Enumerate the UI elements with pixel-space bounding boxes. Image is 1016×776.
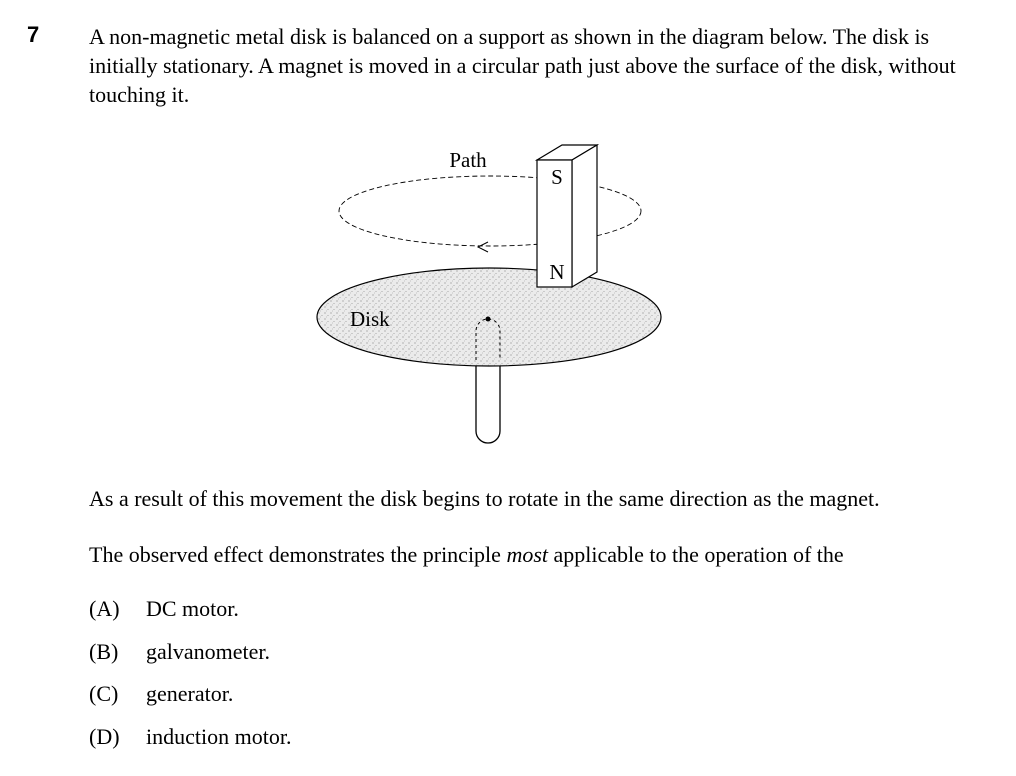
option-d[interactable]: (D) induction motor. xyxy=(89,724,291,767)
principle-text: The observed effect demonstrates the pri… xyxy=(89,540,844,569)
option-a-text: DC motor. xyxy=(146,596,239,621)
option-d-text: induction motor. xyxy=(146,723,292,749)
magnet-path xyxy=(338,175,642,247)
emphasis-most: most xyxy=(506,542,548,567)
option-b-letter: (B) xyxy=(89,638,119,664)
disk-magnet-diagram: Path S N Disk xyxy=(316,143,662,444)
option-c-text: generator. xyxy=(146,681,234,706)
option-c[interactable]: (C) generator. xyxy=(89,681,291,724)
support-stem xyxy=(475,360,501,444)
option-c-letter: (C) xyxy=(89,681,119,706)
stem-text: A non-magnetic metal disk is balanced on… xyxy=(89,24,956,107)
option-a-letter: (A) xyxy=(89,596,120,621)
principle-text-start: The observed effect demonstrates the pri… xyxy=(89,542,507,567)
option-a[interactable]: (A) DC motor. xyxy=(89,596,291,639)
support-hidden xyxy=(475,318,501,360)
disk-label: Disk xyxy=(350,307,390,331)
bar-magnet xyxy=(534,143,600,289)
option-d-letter: (D) xyxy=(89,723,120,749)
pivot-point xyxy=(485,316,491,322)
option-b[interactable]: (B) galvanometer. xyxy=(89,639,291,682)
result-text: As a result of this movement the disk be… xyxy=(89,486,880,511)
magnet-north-label: N xyxy=(549,260,564,284)
option-b-text: galvanometer. xyxy=(146,638,271,664)
direction-arrow xyxy=(476,241,489,253)
question-number: 7 xyxy=(27,22,40,47)
answer-options: (A) DC motor. (B) galvanometer. (C) gene… xyxy=(89,596,291,766)
question-stem: A non-magnetic metal disk is balanced on… xyxy=(89,22,969,109)
magnet-south-label: S xyxy=(551,165,563,189)
principle-text-end: applicable to the operation of the xyxy=(548,542,844,567)
path-label: Path xyxy=(449,148,487,172)
